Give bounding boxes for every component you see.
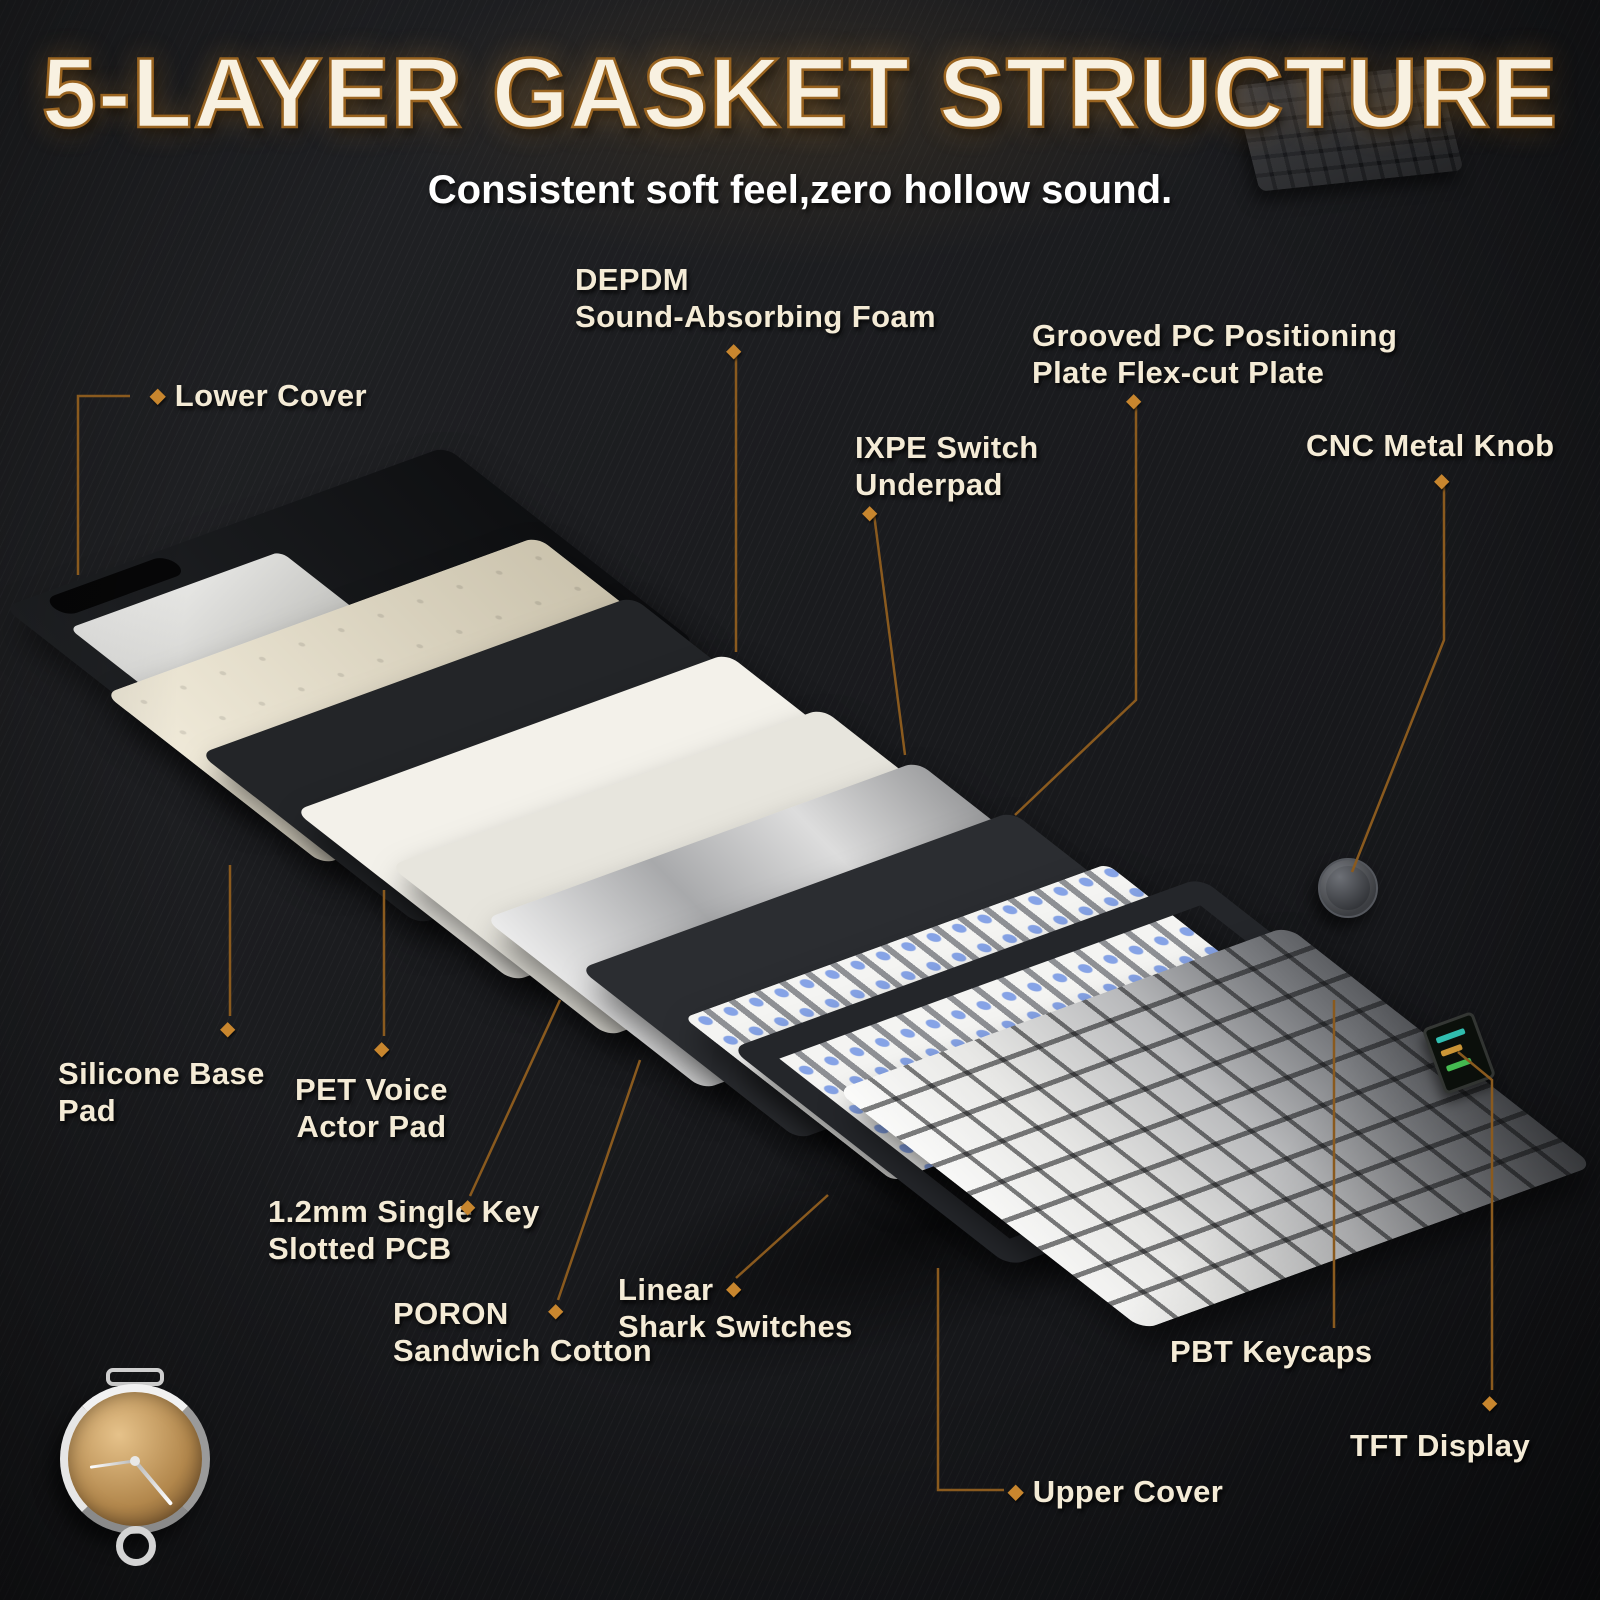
label-slotted-pcb: 1.2mm Single Key Slotted PCB: [268, 1194, 540, 1266]
diamond-icon: ◆: [150, 385, 166, 407]
label-grooved-plate: Grooved PC Positioning Plate Flex-cut Pl…: [1032, 318, 1398, 390]
watch-center-cap: [130, 1456, 140, 1466]
diamond-icon: ◆: [1482, 1392, 1498, 1414]
diamond-icon: ◆: [726, 1278, 742, 1300]
label-depdm-foam: DEPDM Sound-Absorbing Foam: [575, 262, 937, 334]
diamond-icon: ◆: [726, 340, 742, 362]
label-lower-cover: ◆ Lower Cover: [150, 378, 367, 415]
tft-screen-line: [1435, 1027, 1466, 1044]
label-ixpe-underpad: IXPE Switch Underpad: [855, 430, 1039, 502]
diamond-icon: ◆: [1008, 1481, 1024, 1503]
tft-screen-line: [1445, 1057, 1473, 1072]
diamond-icon: ◆: [1434, 470, 1450, 492]
label-text: Lower Cover: [174, 378, 367, 413]
leader-line-cnc-knob: [1350, 486, 1446, 873]
tft-screen-line: [1440, 1043, 1464, 1057]
leader-line-pcb: [468, 999, 562, 1197]
diamond-icon: ◆: [862, 502, 878, 524]
label-pbt-keycaps: PBT Keycaps: [1170, 1334, 1373, 1369]
diamond-icon: ◆: [220, 1018, 236, 1040]
label-text: Upper Cover: [1032, 1474, 1224, 1509]
cnc-metal-knob: [1318, 858, 1378, 918]
diamond-icon: ◆: [460, 1196, 476, 1218]
label-cnc-knob: CNC Metal Knob: [1306, 428, 1555, 463]
leader-line-lower-cover: [76, 394, 130, 575]
label-poron-cotton: PORON Sandwich Cotton: [393, 1296, 653, 1368]
diamond-icon: ◆: [374, 1038, 390, 1060]
leader-line-ixpe: [872, 513, 907, 756]
label-upper-cover: ◆ Upper Cover: [1008, 1474, 1223, 1511]
diamond-icon: ◆: [548, 1300, 564, 1322]
pocket-watch: [48, 1368, 238, 1583]
diamond-icon: ◆: [1126, 390, 1142, 412]
label-silicone-base-pad: Silicone Base Pad: [58, 1056, 265, 1128]
page-subtitle: Consistent soft feel,zero hollow sound.: [427, 168, 1173, 212]
watch-ring: [116, 1526, 156, 1566]
page-title: 5-LAYER GASKET STRUCTURE: [41, 36, 1559, 150]
label-pet-voice-actor-pad: PET Voice Actor Pad: [295, 1072, 448, 1144]
label-tft-display: TFT Display: [1350, 1428, 1531, 1463]
